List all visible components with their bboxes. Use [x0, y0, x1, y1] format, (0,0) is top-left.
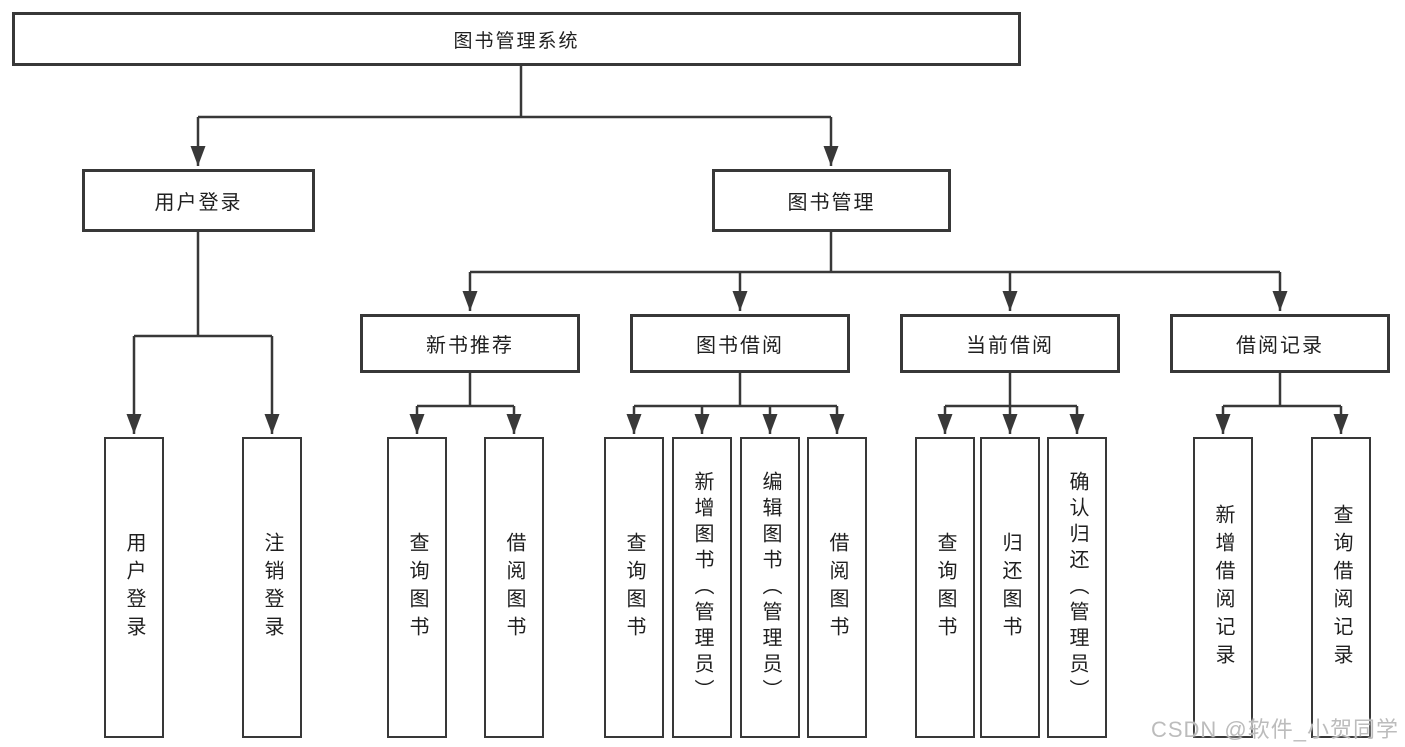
node-current-borrowing: 当前借阅: [900, 314, 1120, 373]
node-library-management-system: 图书管理系统: [12, 12, 1021, 66]
node-new-book-recommendation: 新书推荐: [360, 314, 580, 373]
leaf-query-borrowing-record: 查询借阅记录: [1311, 437, 1371, 738]
leaf-logout: 注销登录: [242, 437, 302, 738]
leaf-add-borrowing-record: 新增借阅记录: [1193, 437, 1253, 738]
node-user-login: 用户登录: [82, 169, 315, 232]
leaf-add-book-admin: 新增图书（管理员）: [672, 437, 732, 738]
leaf-borrow-books: 借阅图书: [807, 437, 867, 738]
leaf-borrow-books: 借阅图书: [484, 437, 544, 738]
leaf-return-books: 归还图书: [980, 437, 1040, 738]
leaf-query-books: 查询图书: [915, 437, 975, 738]
leaf-query-books: 查询图书: [387, 437, 447, 738]
leaf-user-login: 用户登录: [104, 437, 164, 738]
leaf-confirm-return-admin: 确认归还（管理员）: [1047, 437, 1107, 738]
node-book-management: 图书管理: [712, 169, 951, 232]
leaf-edit-book-admin: 编辑图书（管理员）: [740, 437, 800, 738]
csdn-watermark: CSDN @软件_小贺同学: [1150, 717, 1399, 742]
node-book-borrowing: 图书借阅: [630, 314, 850, 373]
node-borrowing-records: 借阅记录: [1170, 314, 1390, 373]
leaf-query-books: 查询图书: [604, 437, 664, 738]
